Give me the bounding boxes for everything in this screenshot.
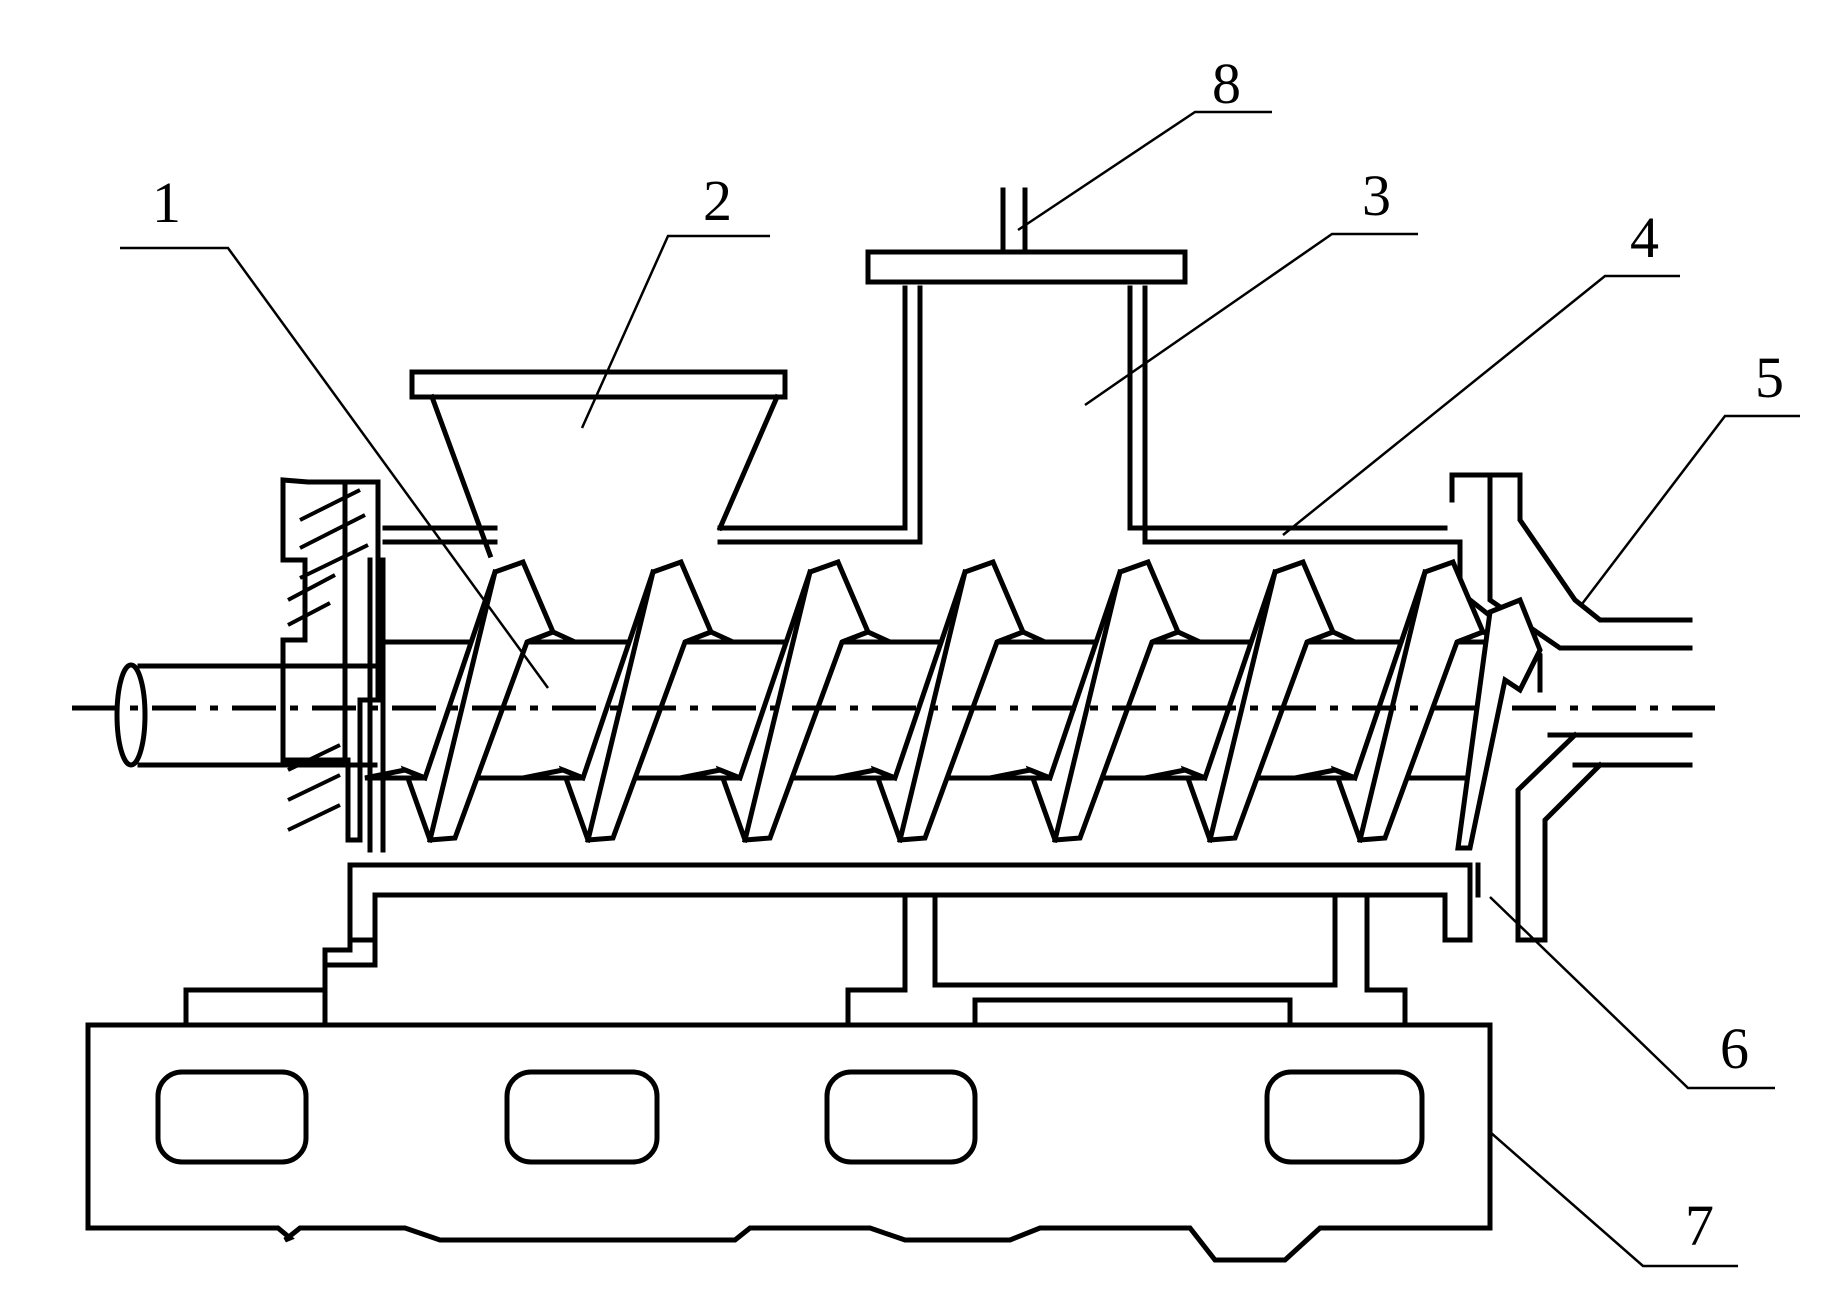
vent-chamber	[865, 187, 1188, 285]
callout-labels: 1 2 3 4 5 6 7 8	[152, 51, 1784, 1258]
screw-flight-edge	[1051, 568, 1124, 844]
base-opening-1	[155, 1069, 309, 1165]
screw-flight-edge	[1206, 568, 1279, 844]
callout-label-6: 6	[1720, 1016, 1749, 1081]
screw-flight-root	[679, 767, 741, 781]
leader-2	[580, 234, 770, 429]
screw-flights	[364, 558, 1507, 844]
leader-4	[1282, 274, 1680, 536]
screw-flight-root	[989, 767, 1051, 781]
die-head	[1449, 472, 1693, 943]
screw-flight	[558, 558, 715, 843]
support-legs	[183, 892, 1408, 1028]
feed-hopper	[409, 369, 788, 559]
leader-7	[1489, 1131, 1738, 1268]
screw-flight-edge	[426, 568, 499, 844]
base-frame	[85, 1022, 1493, 1263]
screw-flight-root	[841, 629, 892, 645]
base-opening-4	[1264, 1069, 1425, 1165]
screw-flight	[1180, 558, 1337, 843]
callout-label-3: 3	[1362, 163, 1391, 228]
screw-flight-root	[996, 629, 1047, 645]
leader-6	[1489, 896, 1775, 1090]
callout-label-4: 4	[1630, 205, 1659, 270]
base-opening-3	[824, 1069, 978, 1165]
screw-flight-root	[1294, 767, 1356, 781]
screw-flight	[1025, 558, 1182, 843]
screw-flight-root	[834, 767, 896, 781]
leader-8	[1017, 110, 1272, 232]
callout-label-5: 5	[1755, 345, 1784, 410]
callout-label-7: 7	[1685, 1193, 1714, 1258]
screw-flight-root	[1144, 767, 1206, 781]
leader-5	[1581, 414, 1800, 605]
leader-lines	[120, 110, 1800, 1268]
screw-flight-root	[526, 629, 577, 645]
screw-flight	[870, 558, 1027, 843]
leader-1	[120, 246, 550, 689]
base-opening-2	[504, 1069, 660, 1165]
drive-shaft	[114, 662, 378, 768]
screw-flight-root	[1151, 629, 1202, 645]
callout-label-1: 1	[152, 170, 181, 235]
leader-3	[1084, 232, 1418, 407]
screw-flight	[400, 558, 557, 843]
screw-flight-root	[684, 629, 735, 645]
screw-flight-root	[522, 767, 584, 781]
screw-flight-root	[1306, 629, 1357, 645]
screw-flight-edge	[584, 568, 657, 844]
screw-flight-root	[364, 767, 426, 781]
callout-label-2: 2	[703, 168, 732, 233]
callout-label-8: 8	[1212, 51, 1241, 116]
screw-flight	[715, 558, 872, 843]
left-flange	[280, 477, 386, 853]
screw-flight	[1330, 558, 1487, 843]
